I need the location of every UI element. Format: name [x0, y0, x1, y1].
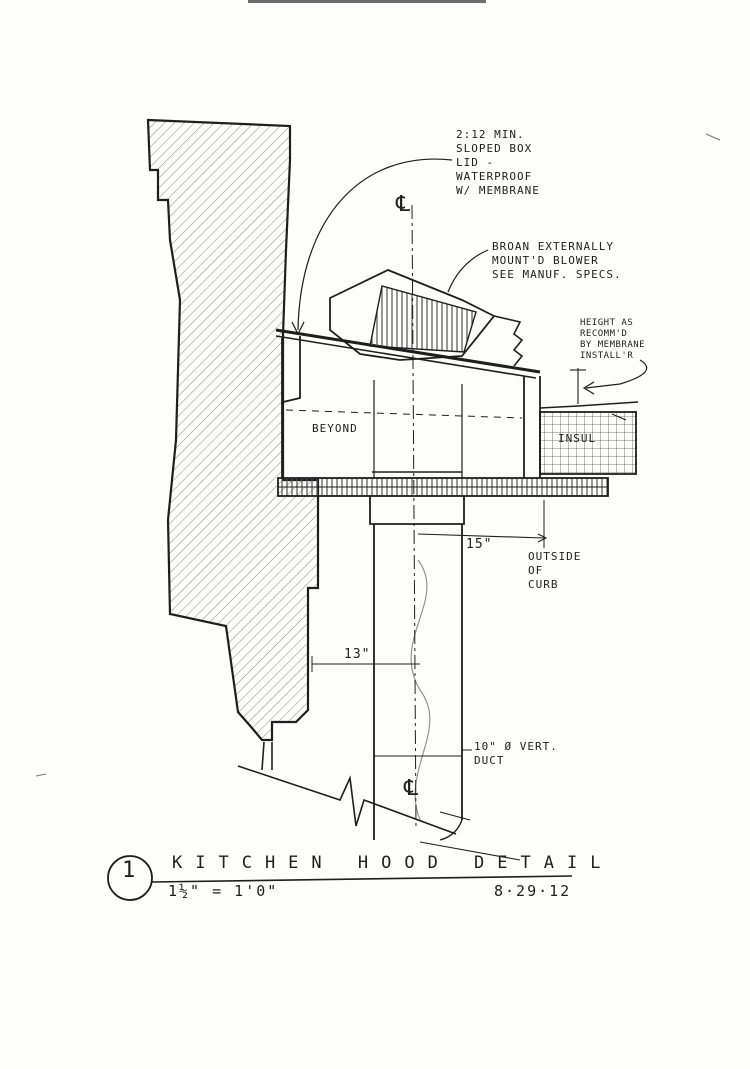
vertical-duct: [373, 524, 463, 840]
drawing-scale: 1½" = 1'0": [168, 882, 279, 900]
title-underline: [151, 875, 573, 883]
centerline-symbol-top: ℄: [396, 192, 412, 217]
note-duct: 10" Ø VERT. DUCT: [474, 740, 558, 767]
dimension-15: 15": [466, 537, 493, 552]
scan-edge-mark: [248, 0, 486, 3]
detail-bubble: [107, 855, 153, 901]
duct-collar: [369, 496, 465, 525]
wall-stub: [261, 741, 265, 771]
note-blower: BROAN EXTERNALLY MOUNT'D BLOWER SEE MANU…: [492, 240, 622, 281]
sloped-lid: [275, 328, 541, 374]
centerline: [411, 204, 417, 831]
dim-15-line: [417, 533, 545, 539]
beyond-line: [285, 409, 523, 419]
centerline-symbol-bottom: ℄: [404, 776, 420, 801]
note-lid: 2:12 MIN. SLOPED BOX LID - WATERPROOF W/…: [456, 128, 540, 197]
note-beyond: BEYOND: [312, 422, 358, 435]
leader-lid: [297, 158, 453, 331]
duct-break-line: [410, 559, 431, 821]
drawing-title: KITCHEN HOOD DETAIL: [172, 853, 614, 873]
dimension-13: 13": [344, 647, 371, 662]
hood-box: [281, 336, 541, 478]
detail-number: 1: [122, 858, 137, 883]
note-insul: INSUL: [558, 432, 597, 445]
leader-height: [585, 359, 648, 389]
break-line: [237, 765, 457, 835]
note-curb: OUTSIDE OF CURB: [528, 550, 582, 591]
insulation: [539, 411, 637, 475]
drawing-date: 8·29·12: [494, 882, 572, 900]
note-height: HEIGHT AS RECOMM'D BY MEMBRANE INSTALL'R: [580, 318, 646, 361]
chimney-wall: [146, 118, 320, 742]
leader-blower: [447, 249, 489, 293]
